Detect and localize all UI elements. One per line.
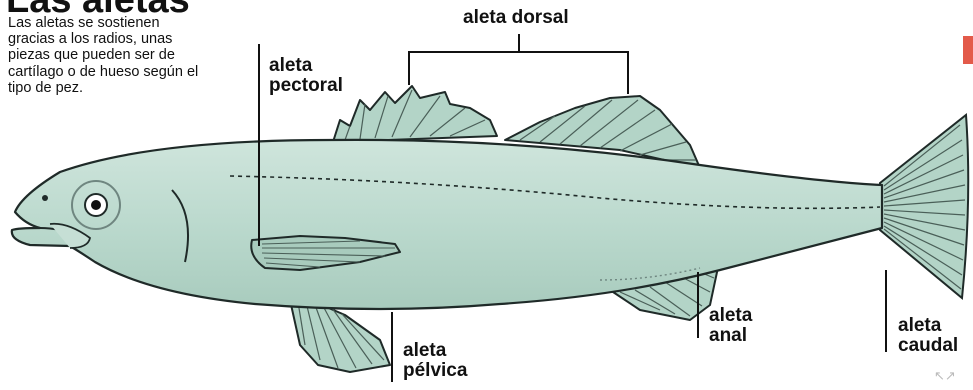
dorsal-fin-spiny <box>333 86 497 142</box>
expand-icon[interactable]: ↖↗ <box>934 368 956 384</box>
label-aleta-anal: aleta anal <box>709 306 752 346</box>
red-accent-tab <box>963 36 973 64</box>
label-aleta-pelvica: aleta pélvica <box>403 341 467 381</box>
label-aleta-caudal: aleta caudal <box>898 316 958 356</box>
fish-body <box>12 140 882 309</box>
label-aleta-pectoral: aleta pectoral <box>269 56 343 96</box>
pelvic-fin <box>290 300 390 372</box>
label-aleta-dorsal: aleta dorsal <box>463 8 569 28</box>
description-text: Las aletas se sostienen gracias a los ra… <box>8 15 208 96</box>
